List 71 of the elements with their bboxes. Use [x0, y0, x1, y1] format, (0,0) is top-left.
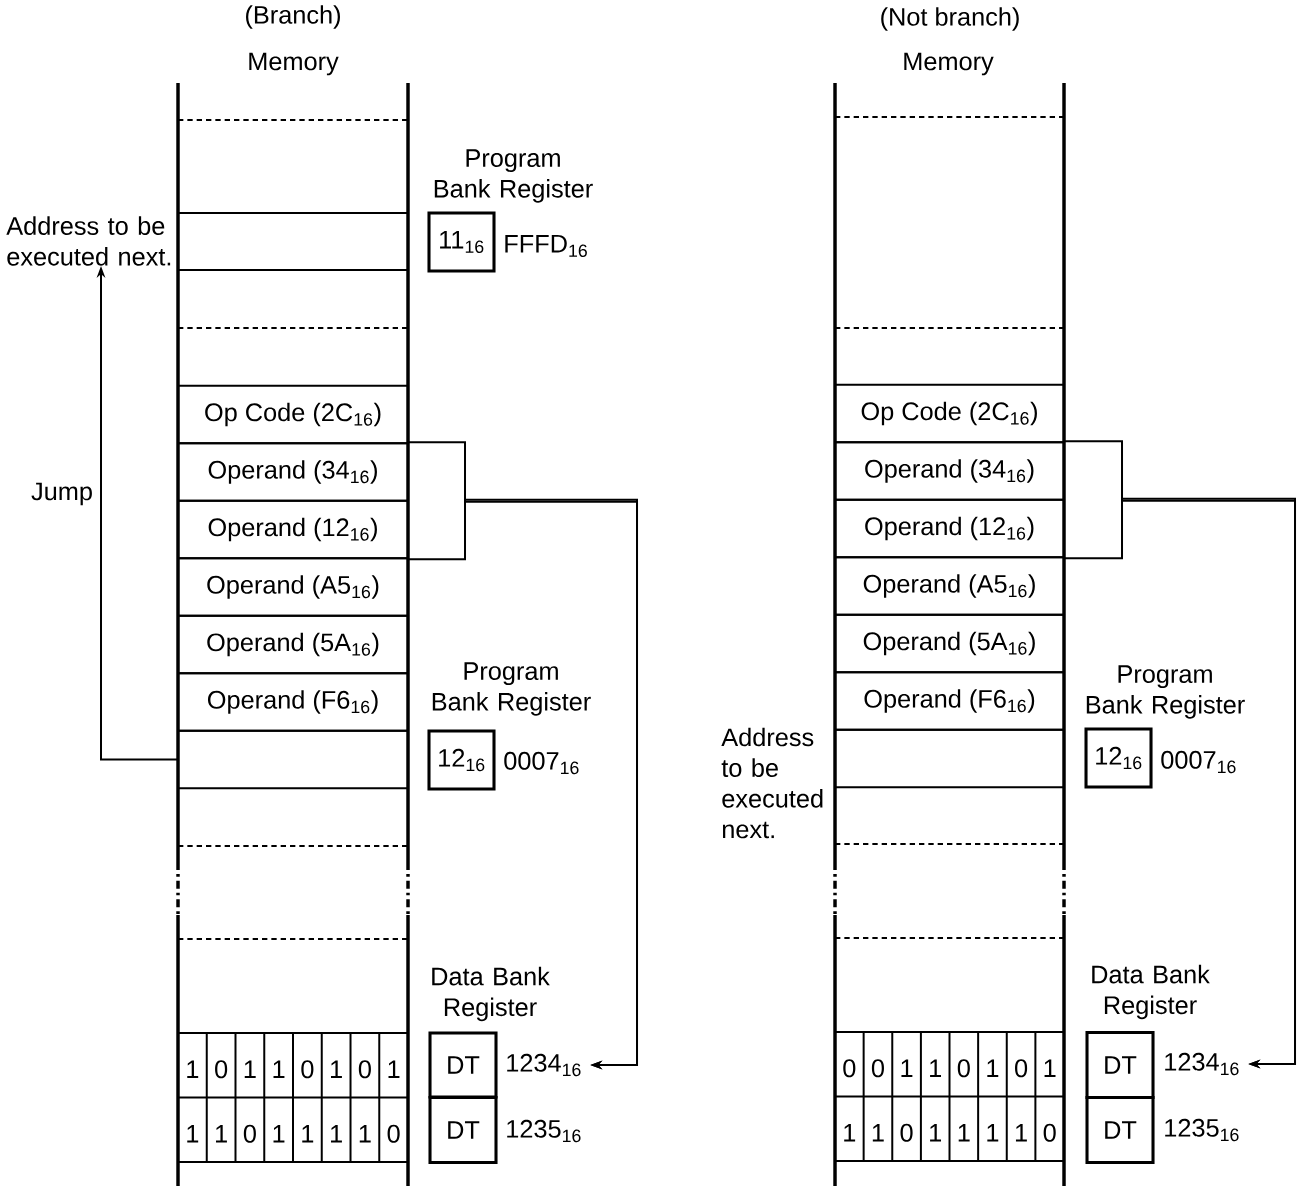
bit-digit: 0: [1043, 1123, 1056, 1142]
panel-title: (Not branch): [881, 7, 1019, 31]
address-value: 1235$_{16}$: [1165, 1118, 1239, 1142]
bit-digit: 1: [987, 1059, 999, 1077]
register-box: 11$_{16}$: [427, 211, 496, 273]
bit-digit: 1: [273, 1125, 285, 1143]
register-box: DT: [1085, 1095, 1155, 1165]
memory-cell: Op Code (2C$_{16}$): [177, 384, 409, 445]
memory-cell: [177, 729, 409, 790]
bit-digit: 1: [958, 1124, 970, 1142]
memory-cell: Operand (12$_{16}$): [177, 499, 409, 560]
address-value: 0007$_{16}$: [1161, 750, 1236, 774]
bit-digit: 1: [844, 1124, 856, 1142]
address-value: 0007$_{16}$: [504, 751, 579, 775]
memory-cell: Operand (F6$_{16}$): [834, 671, 1065, 731]
panel-title: (Branch): [246, 5, 340, 29]
bit-digit: 1: [930, 1059, 941, 1077]
bit-digit: 1: [872, 1124, 884, 1142]
address-text: Address to be executed next.: [721, 727, 823, 839]
bit-digit: 0: [243, 1124, 256, 1143]
address-value: 1234$_{16}$: [507, 1053, 581, 1077]
bit-digit: 1: [331, 1125, 342, 1143]
bit-digit: 1: [187, 1060, 199, 1078]
bit-digit: 1: [901, 1059, 913, 1077]
bit-digit: 1: [187, 1125, 199, 1143]
bit-digit: 0: [387, 1124, 400, 1143]
memory-cell: Operand (A5$_{16}$): [834, 556, 1065, 616]
bit-digit: 0: [900, 1123, 913, 1142]
edge-label: Jump: [31, 482, 92, 506]
memory-cell: Op Code (2C$_{16}$): [834, 383, 1065, 444]
register-box: DT: [428, 1095, 498, 1165]
bit-digit: 0: [957, 1059, 970, 1078]
bit-digit: 1: [331, 1060, 342, 1078]
address-value: 1235$_{16}$: [507, 1119, 581, 1143]
memory-label: Memory: [249, 52, 339, 76]
register-label: Program Bank Register: [432, 662, 591, 716]
register-label: Data Bank Register: [432, 966, 550, 1022]
bit-digit: 0: [843, 1059, 856, 1078]
register-label: Program Bank Register: [1086, 665, 1245, 719]
register-label: Program Bank Register: [434, 149, 593, 203]
register-box: DT: [1085, 1031, 1155, 1100]
bit-digit: 0: [301, 1060, 314, 1079]
bit-digit: 1: [987, 1124, 999, 1142]
bit-digit: 1: [1015, 1124, 1027, 1142]
memory-cell: Operand (5A$_{16}$): [177, 614, 409, 675]
bit-digit: 0: [1015, 1059, 1028, 1078]
bit-digit: 0: [871, 1059, 884, 1078]
register-box: 12$_{16}$: [427, 729, 496, 791]
bit-digit: 1: [1044, 1059, 1056, 1077]
bit-digit: 0: [215, 1060, 228, 1079]
bit-digit: 1: [273, 1060, 285, 1078]
bit-digit: 1: [388, 1060, 400, 1078]
bit-digit: 0: [358, 1060, 371, 1079]
bit-digit: 1: [216, 1125, 227, 1143]
bit-digit: 1: [359, 1125, 371, 1143]
register-label: Data Bank Register: [1092, 964, 1210, 1020]
memory-cell: Operand (34$_{16}$): [177, 442, 409, 502]
memory-cell: Operand (12$_{16}$): [834, 498, 1065, 559]
register-box: 12$_{16}$: [1084, 727, 1153, 789]
bit-digit: 1: [302, 1125, 314, 1143]
memory-cell: Operand (34$_{16}$): [834, 441, 1065, 501]
bit-digit: 1: [244, 1060, 256, 1078]
address-text: Address to be executed next.: [6, 216, 171, 266]
address-value: FFFD$_{16}$: [505, 235, 587, 257]
memory-cell: Operand (A5$_{16}$): [177, 557, 409, 617]
bit-digit: 1: [930, 1124, 941, 1142]
memory-label: Memory: [904, 52, 994, 76]
register-box: DT: [428, 1031, 498, 1099]
address-value: 1234$_{16}$: [1165, 1052, 1239, 1076]
memory-cell: Operand (5A$_{16}$): [834, 613, 1065, 674]
memory-cell: Operand (F6$_{16}$): [177, 672, 409, 732]
